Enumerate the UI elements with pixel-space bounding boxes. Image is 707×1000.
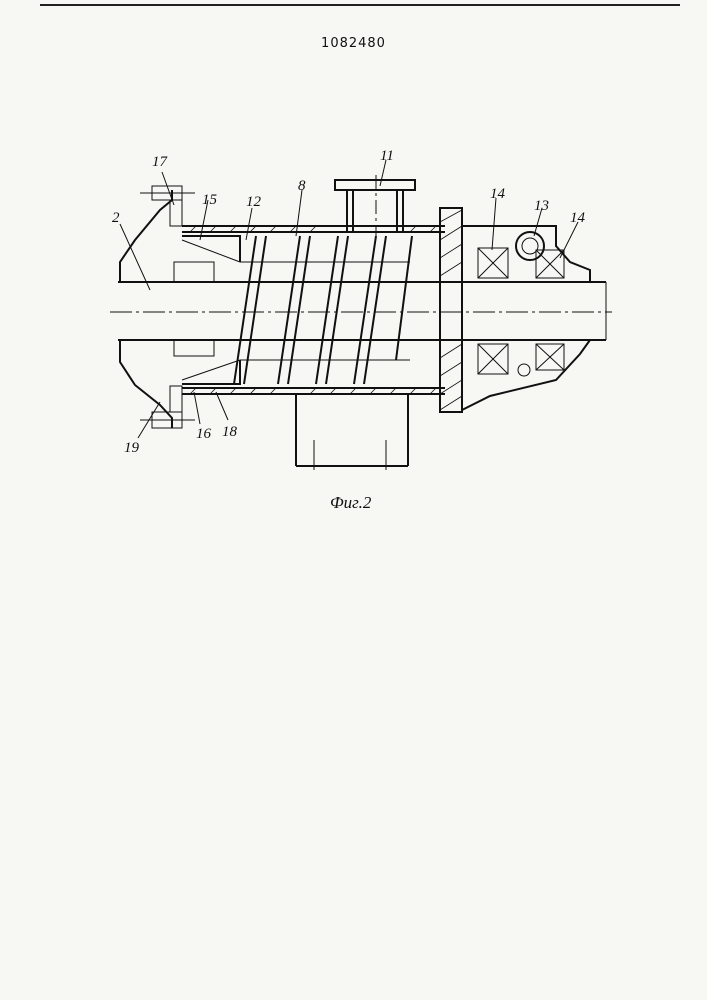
outlet-pipe	[296, 394, 408, 470]
housing	[182, 226, 445, 394]
callout-19: 19	[124, 440, 140, 456]
callout-18: 18	[222, 424, 238, 440]
callouts: 17 15 12 8 11 14 13 14 2 19 16 18	[112, 148, 586, 456]
callout-14-left: 14	[490, 186, 506, 202]
left-flange	[120, 186, 195, 428]
callout-15: 15	[202, 192, 218, 208]
callout-11: 11	[380, 148, 394, 164]
right-bearing-housing	[440, 208, 590, 412]
leader-lines	[120, 160, 578, 438]
figure-caption: Фиг.2	[330, 493, 372, 512]
callout-14-right: 14	[570, 210, 586, 226]
left-seal	[174, 240, 240, 380]
callout-13: 13	[534, 198, 549, 214]
callout-16: 16	[196, 426, 212, 442]
callout-17: 17	[152, 154, 169, 170]
callout-8: 8	[298, 178, 306, 194]
inlet-pipe	[335, 175, 415, 240]
screw-flights	[234, 236, 412, 384]
callout-12: 12	[246, 194, 262, 210]
callout-2: 2	[112, 210, 120, 226]
